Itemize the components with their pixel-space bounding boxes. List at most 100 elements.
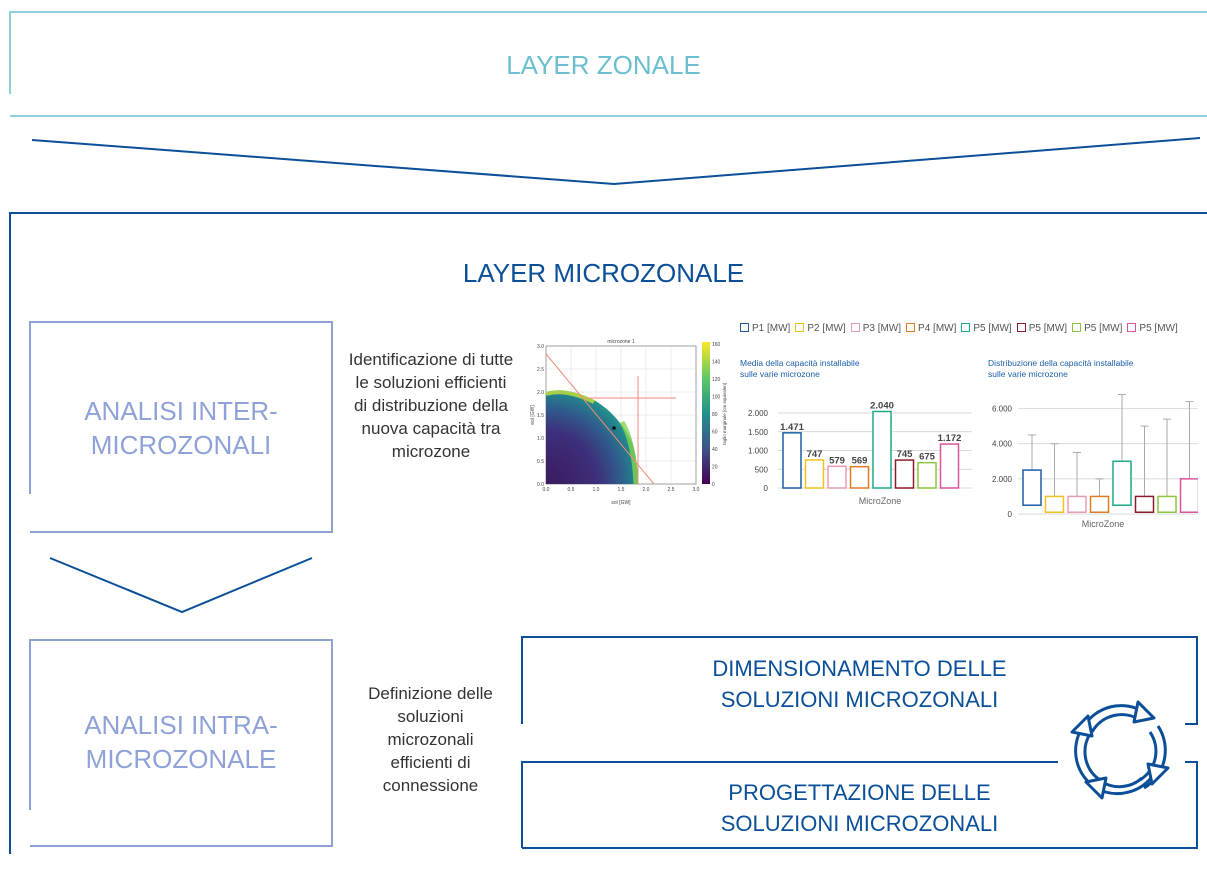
bar-y-tick: 2.000 xyxy=(748,409,769,418)
bar xyxy=(782,432,802,489)
heatmap-y-tick: 1.5 xyxy=(537,413,544,419)
colorbar-tick: 60 xyxy=(712,430,718,436)
bar xyxy=(827,465,847,489)
legend-swatch xyxy=(740,323,749,332)
heatmap-plot: microzone 1 0.0 0.5 1.0 1.5 2.0 2.5 3.0 0.0 0.5… xyxy=(530,339,727,506)
bar-y-tick: 0 xyxy=(764,484,769,493)
bar-value-label: 579 xyxy=(829,455,845,466)
legend-label: P3 [MW] xyxy=(862,323,902,334)
bar-value-label: 1.172 xyxy=(938,433,962,444)
legend-label: P5 [MW] xyxy=(1028,323,1068,334)
box-chart: Distribuzione della capacità installabil… xyxy=(988,358,1198,529)
heatmap-x-tick: 0.5 xyxy=(568,487,575,493)
layer-zonale-title: LAYER ZONALE xyxy=(506,50,701,80)
heatmap-xlabel: sol [GW] xyxy=(611,500,631,506)
heatmap-x-tick: 3.0 xyxy=(693,487,700,493)
dimensionamento-label: DIMENSIONAMENTO DELLE SOLUZIONI MICROZON… xyxy=(712,656,1007,712)
legend-label: P5 [MW] xyxy=(973,323,1012,334)
legend-item: P2 [MW] xyxy=(795,323,846,334)
legend-item: P5 [MW] xyxy=(1127,323,1178,334)
colorbar-tick: 20 xyxy=(712,465,718,471)
bar-value-label: 747 xyxy=(807,449,823,460)
box-y-tick: 0 xyxy=(1008,510,1013,519)
colorbar-label: taglio marginale [cm equivalen] xyxy=(722,383,727,445)
progettazione-frame xyxy=(521,761,1198,849)
bar xyxy=(939,443,960,489)
cycle-arrows-icon xyxy=(1068,698,1172,802)
bar-chart-xlabel: MicroZone xyxy=(859,496,902,506)
box xyxy=(1022,469,1042,506)
bar-y-tick: 1.000 xyxy=(748,447,769,456)
legend-label: P4 [MW] xyxy=(918,323,957,334)
heatmap-x-tick: 2.0 xyxy=(643,487,650,493)
colorbar-tick: 140 xyxy=(712,360,721,366)
legend-label: P2 [MW] xyxy=(807,323,846,334)
heatmap-region xyxy=(546,390,638,484)
box xyxy=(1179,478,1198,513)
layer-microzonale-title: LAYER MICROZONALE xyxy=(462,258,745,288)
legend-item: P4 [MW] xyxy=(906,323,956,334)
colorbar-tick: 100 xyxy=(712,395,721,401)
legend-swatch xyxy=(795,323,805,332)
chevron-arrow xyxy=(49,557,313,614)
heatmap-y-tick: 3.0 xyxy=(537,344,544,350)
funnel-arrow xyxy=(31,137,1201,186)
colorbar-tick: 40 xyxy=(712,447,718,453)
heatmap-ylabel: eol [GW] xyxy=(530,405,536,425)
bar-value-label: 745 xyxy=(897,449,914,460)
bar-value-label: 1.471 xyxy=(780,422,804,433)
bar-value-label: 675 xyxy=(919,452,936,463)
box xyxy=(1157,495,1177,513)
bar-y-tick: 1.500 xyxy=(748,428,769,437)
inter-description: Identificazione di tutte le soluzioni ef… xyxy=(348,350,514,461)
intra-box-frame xyxy=(29,639,333,847)
box-y-tick: 2.000 xyxy=(992,475,1013,484)
heatmap-y-tick: 2.0 xyxy=(537,390,544,396)
bar-chart-title-line2: sulle varie microzone xyxy=(740,369,820,379)
legend-swatch xyxy=(850,323,860,332)
bar xyxy=(804,459,825,489)
colorbar-tick: 160 xyxy=(712,342,721,348)
bar xyxy=(917,461,937,489)
box xyxy=(1134,495,1155,513)
legend-swatch xyxy=(1127,323,1137,332)
heatmap-x-tick: 1.0 xyxy=(593,487,600,493)
chart-legend: P1 [MW]P2 [MW]P3 [MW]P4 [MW]P5 [MW]P5 [M… xyxy=(740,323,1207,339)
box xyxy=(1044,495,1065,513)
legend-item: P5 [MW] xyxy=(1016,323,1068,334)
heatmap-y-tick: 1.0 xyxy=(537,436,544,442)
heatmap-y-tick: 0.5 xyxy=(537,459,544,465)
bar-chart-title-line1: Media della capacità installabile xyxy=(740,358,860,368)
intra-label: ANALISI INTRA- MICROZONALE xyxy=(84,710,278,774)
heatmap-title: microzone 1 xyxy=(607,339,634,345)
heatmap-x-tick: 1.5 xyxy=(618,487,625,493)
intra-description: Definizione delle soluzioni microzonali … xyxy=(368,684,493,795)
legend-label: P5 [MW] xyxy=(1139,323,1178,334)
dimensionamento-frame xyxy=(521,636,1198,725)
legend-swatch xyxy=(1016,323,1026,332)
box-chart-xlabel: MicroZone xyxy=(1082,519,1125,529)
heatmap-x-tick: 0.0 xyxy=(543,487,550,493)
heatmap-colorbar xyxy=(702,342,710,484)
legend-item: P3 [MW] xyxy=(850,323,902,334)
microzonale-frame xyxy=(9,212,1207,854)
zonale-frame-top xyxy=(9,11,1207,94)
legend-swatch xyxy=(961,323,971,332)
box xyxy=(1089,495,1110,513)
legend-swatch xyxy=(906,323,916,332)
legend-swatch xyxy=(1072,323,1082,332)
legend-item: P5 [MW] xyxy=(961,323,1012,334)
legend-item: P5 [MW] xyxy=(1072,323,1122,334)
heatmap-y-tick: 0.0 xyxy=(537,482,544,488)
bar xyxy=(872,410,892,489)
colorbar-tick: 0 xyxy=(712,482,715,488)
box xyxy=(1067,495,1087,513)
bar xyxy=(894,459,915,489)
progettazione-label: PROGETTAZIONE DELLE SOLUZIONI MICROZONAL… xyxy=(720,780,999,836)
box-chart-title-line1: Distribuzione della capacità installabil… xyxy=(988,358,1134,368)
box-y-tick: 6.000 xyxy=(992,405,1013,414)
box xyxy=(1112,460,1132,506)
bar-chart: Media della capacità installabile sulle … xyxy=(740,358,972,506)
heatmap-y-tick: 2.5 xyxy=(537,367,544,373)
